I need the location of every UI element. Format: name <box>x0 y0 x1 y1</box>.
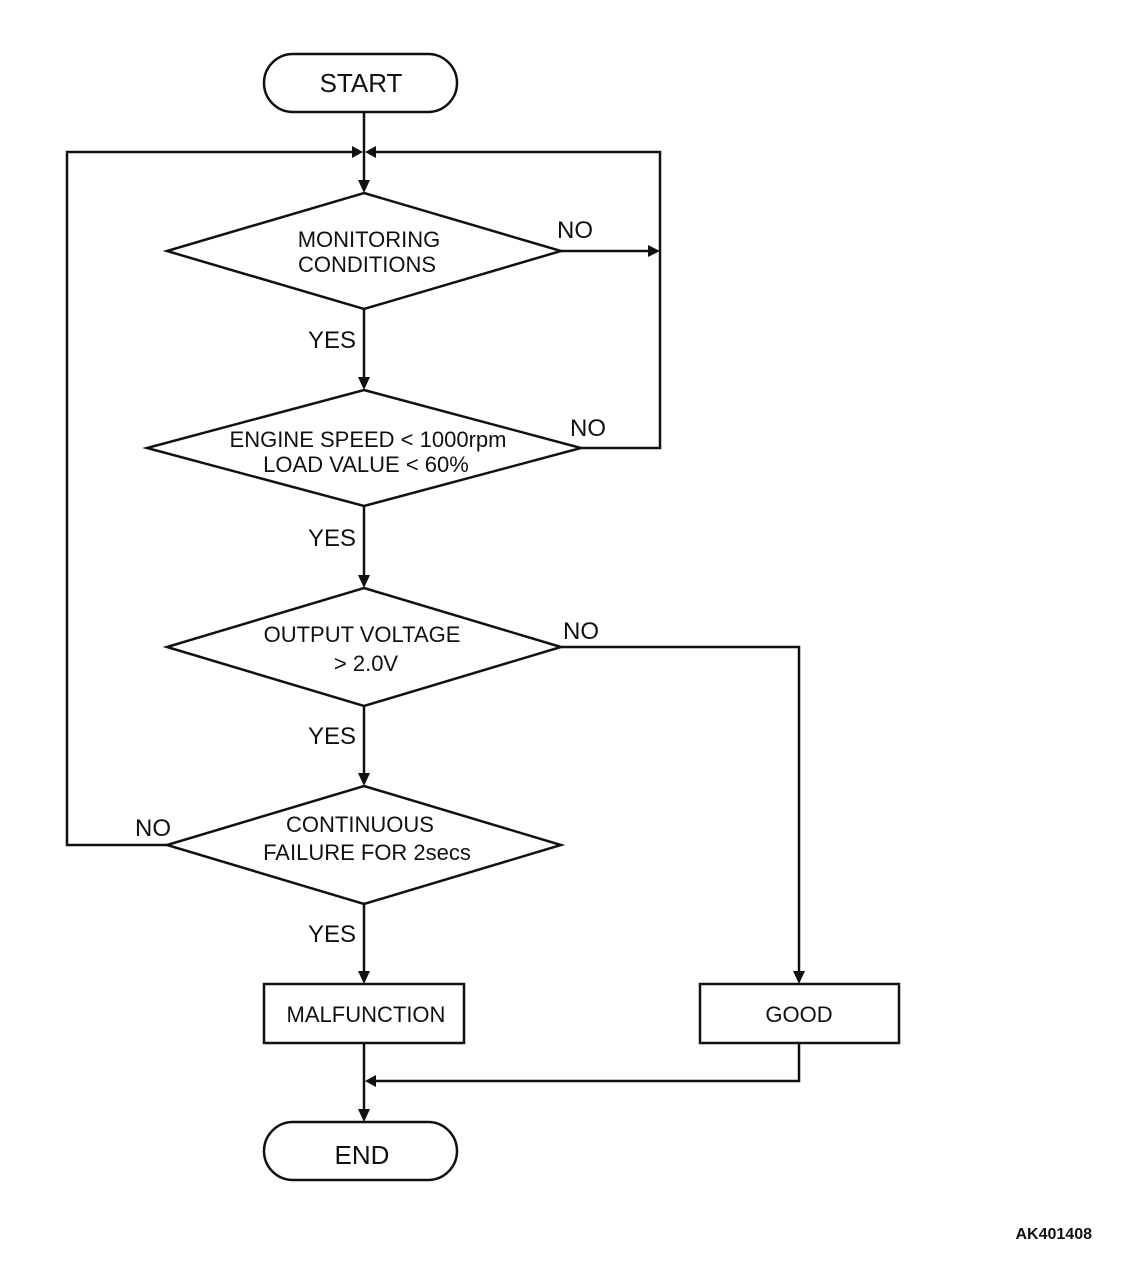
decision-2-line-1: ENGINE SPEED < 1000rpm <box>230 427 507 452</box>
decision-2-line-2: LOAD VALUE < 60% <box>263 452 469 477</box>
reference-code: AK401408 <box>1016 1226 1093 1243</box>
d4-yes-label: YES <box>308 921 356 948</box>
arrowhead-d1-yes <box>358 377 370 390</box>
decision-4-line-2: FAILURE FOR 2secs <box>263 840 471 865</box>
decision-4-line-1: CONTINUOUS <box>286 812 434 837</box>
malfunction-label: MALFUNCTION <box>287 1002 446 1027</box>
malfunction-box: MALFUNCTION <box>262 982 466 1045</box>
arrowhead-left-loop <box>352 146 363 158</box>
d3-yes-label: YES <box>308 723 356 750</box>
decision-1-line-1: MONITORING <box>298 227 441 252</box>
end-terminal: END <box>262 1120 459 1182</box>
arrowhead-into-malfunction <box>358 971 370 984</box>
d3-no-label: NO <box>563 618 599 645</box>
good-label: GOOD <box>765 1002 832 1027</box>
connector-good-to-end <box>376 1043 801 1083</box>
d1-no-label: NO <box>557 217 593 244</box>
decision-engine-speed-load: ENGINE SPEED < 1000rpm LOAD VALUE < 60% <box>142 388 586 508</box>
start-label: START <box>320 68 403 98</box>
arrowhead-into-end <box>358 1109 370 1122</box>
end-label: END <box>335 1140 390 1170</box>
connector-d2-no-loop <box>376 150 662 450</box>
decision-output-voltage: OUTPUT VOLTAGE > 2.0V <box>162 586 566 708</box>
arrowhead-right-loop <box>365 146 376 158</box>
arrowhead-good-join <box>365 1075 376 1087</box>
decision-3-line-1: OUTPUT VOLTAGE <box>264 622 461 647</box>
connector-d4-no-loop <box>65 150 352 847</box>
d2-no-label: NO <box>570 415 606 442</box>
good-box: GOOD <box>698 982 901 1045</box>
d1-yes-label: YES <box>308 327 356 354</box>
decision-1-line-2: CONDITIONS <box>298 252 436 277</box>
arrowhead-into-good <box>793 971 805 984</box>
arrowhead-d3-yes <box>358 773 370 786</box>
start-terminal: START <box>262 52 459 114</box>
d2-yes-label: YES <box>308 525 356 552</box>
arrowhead-d1-no <box>648 245 660 257</box>
arrowhead-d2-yes <box>358 575 370 588</box>
arrowhead-into-decision-1 <box>358 180 370 193</box>
decision-3-line-2: > 2.0V <box>334 651 399 676</box>
decision-monitoring-conditions: MONITORING CONDITIONS <box>162 191 566 311</box>
connector-d3-no <box>561 645 801 971</box>
decision-continuous-failure: CONTINUOUS FAILURE FOR 2secs <box>162 784 566 906</box>
d4-no-label: NO <box>135 815 171 842</box>
